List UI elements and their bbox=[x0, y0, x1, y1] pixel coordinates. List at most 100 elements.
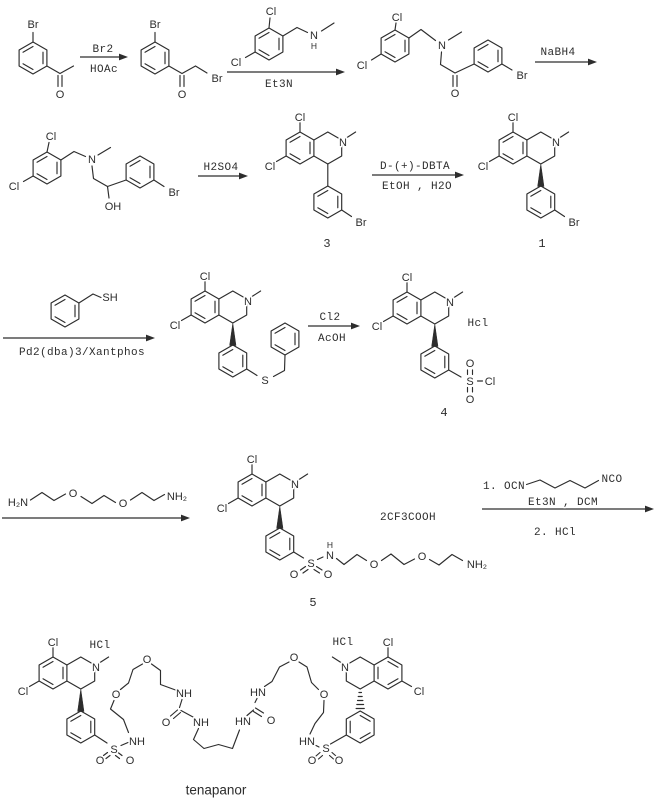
compound4-cl-top: Cl bbox=[402, 272, 412, 284]
step6-reagent-below: Pd2(dba)3/Xantphos bbox=[19, 347, 145, 359]
compound4-cl-sulfonyl: Cl bbox=[485, 376, 495, 388]
compound3-number: 3 bbox=[323, 237, 330, 251]
tenapanor-left-thiq bbox=[30, 648, 129, 760]
compound5-cl-left: Cl bbox=[217, 503, 227, 515]
step1-reagent-above: Br2 bbox=[92, 44, 113, 56]
step9-reagent-line3: 2. HCl bbox=[534, 527, 576, 539]
peg-right-o-upper: O bbox=[290, 652, 299, 664]
tenapanor-left-s: S bbox=[110, 744, 117, 756]
compound3-cl-left: Cl bbox=[265, 161, 275, 173]
tenapanor-right-thiq bbox=[315, 648, 412, 760]
step7-reagent-above: Cl2 bbox=[319, 312, 340, 324]
compound1-cl-top: Cl bbox=[508, 112, 518, 124]
step5-reagent-above: D-(+)-DBTA bbox=[380, 161, 450, 173]
urea2-hn-bottom: HN bbox=[235, 716, 251, 728]
structure-dichlorobenzyl-methylamine bbox=[244, 17, 335, 61]
thiol-sh: SH bbox=[102, 292, 117, 304]
urea2-hn-top: HN bbox=[250, 687, 266, 699]
step2-reagent-below: Et3N bbox=[265, 79, 293, 91]
arrow-step6 bbox=[3, 334, 155, 342]
tenapanor-left-n: N bbox=[92, 662, 100, 674]
tenapanor-right-o-left: O bbox=[308, 755, 317, 767]
compound5-cl-top: Cl bbox=[247, 454, 257, 466]
compound5-chain-o1: O bbox=[370, 559, 379, 571]
peg-left-o-upper: O bbox=[143, 654, 152, 666]
compound4-cl-left: Cl bbox=[372, 321, 382, 333]
step9-reagent-line2: Et3N , DCM bbox=[528, 497, 598, 509]
compound5-n: N bbox=[291, 479, 299, 491]
structure-3-bromoacetophenone bbox=[18, 31, 75, 88]
aminoalcohol-n: N bbox=[88, 154, 96, 166]
tenapanor-urea-2 bbox=[246, 697, 265, 718]
compound4-o-bottom: O bbox=[466, 394, 475, 406]
tenapanor-left-peg-chain bbox=[109, 663, 177, 734]
compound4-o-top: O bbox=[466, 358, 475, 370]
aminoalcohol-cl-left: Cl bbox=[9, 181, 19, 193]
step1-reagent-below: HOAc bbox=[90, 64, 118, 76]
diamine-o1: O bbox=[69, 488, 78, 500]
tenapanor-right-peg-chain bbox=[263, 661, 325, 735]
urea2-o: O bbox=[267, 715, 276, 727]
tenapanor-right-s: S bbox=[322, 743, 329, 755]
tenapanor-right-n: N bbox=[341, 662, 349, 674]
step4-reagent-above: H2SO4 bbox=[203, 162, 238, 174]
benzylamine-cl-left: Cl bbox=[231, 57, 241, 69]
peg-right-o-lower: O bbox=[320, 689, 329, 701]
compound3-br: Br bbox=[356, 217, 367, 229]
aminoalcohol-oh: OH bbox=[105, 201, 122, 213]
structure-bromoketone bbox=[140, 31, 208, 88]
peg-left-o-lower: O bbox=[112, 689, 121, 701]
diamine-nh2: NH₂ bbox=[167, 491, 187, 503]
thioether-n: N bbox=[244, 296, 252, 308]
thioether-cl-top: Cl bbox=[200, 271, 210, 283]
compound1-br: Br bbox=[569, 217, 580, 229]
structure-compound-5 bbox=[229, 465, 464, 574]
tenapanor-left-cl-left: Cl bbox=[18, 686, 28, 698]
diamine-h2n: H₂N bbox=[8, 497, 28, 509]
structure-aminoalcohol bbox=[22, 141, 165, 199]
structure-benzyl-mercaptan bbox=[50, 293, 102, 328]
benzylamine-n: N bbox=[310, 30, 318, 42]
tenapanor-left-o-left: O bbox=[96, 755, 105, 767]
aminoketone-n: N bbox=[438, 40, 446, 52]
urea1-nh-top: NH bbox=[176, 688, 192, 700]
structure-compound-1 bbox=[490, 123, 569, 219]
step3-reagent-above: NaBH4 bbox=[540, 47, 575, 59]
thioether-cl-left: Cl bbox=[170, 320, 180, 332]
aminoketone-br: Br bbox=[517, 70, 528, 82]
compound4-salt: Hcl bbox=[467, 318, 488, 330]
diamine-o2: O bbox=[119, 498, 128, 510]
urea1-nh-bottom: NH bbox=[193, 717, 209, 729]
step9-reagent-line1: 1. OCN bbox=[483, 481, 525, 493]
compound3-n: N bbox=[339, 137, 347, 149]
compound5-chain-o2: O bbox=[418, 551, 427, 563]
structure-diamine bbox=[29, 491, 166, 505]
aminoketone-o: O bbox=[451, 88, 460, 100]
structure-tenapanor bbox=[30, 648, 412, 760]
diisocyanate-nco: NCO bbox=[601, 474, 622, 486]
bromoketone-br-chain: Br bbox=[212, 73, 223, 85]
arrow-step3 bbox=[535, 58, 597, 66]
arrow-step1 bbox=[80, 53, 128, 61]
compound1-n: N bbox=[552, 137, 560, 149]
compound4-number: 4 bbox=[440, 406, 447, 420]
arrow-step7 bbox=[308, 322, 360, 330]
bromoketone-o: O bbox=[178, 89, 187, 101]
structure-benzylthioether bbox=[182, 282, 300, 378]
tenapanor-left-o-right: O bbox=[126, 755, 135, 767]
aminoketone-cl-top: Cl bbox=[392, 12, 402, 24]
acetophenone-br: Br bbox=[28, 19, 39, 31]
compound5-nh2: NH₂ bbox=[467, 559, 487, 571]
arrow-step9 bbox=[482, 505, 654, 513]
arrow-step4 bbox=[198, 172, 248, 180]
arrow-step2 bbox=[227, 68, 345, 76]
step5-reagent-below: EtOH , H2O bbox=[382, 181, 452, 193]
arrow-step8 bbox=[2, 514, 190, 522]
compound5-s: S bbox=[307, 558, 314, 570]
benzylamine-cl-top: Cl bbox=[266, 6, 276, 18]
tenapanor-left-cl-top: Cl bbox=[48, 637, 58, 649]
aminoalcohol-br: Br bbox=[169, 187, 180, 199]
thioether-s: S bbox=[261, 375, 268, 387]
